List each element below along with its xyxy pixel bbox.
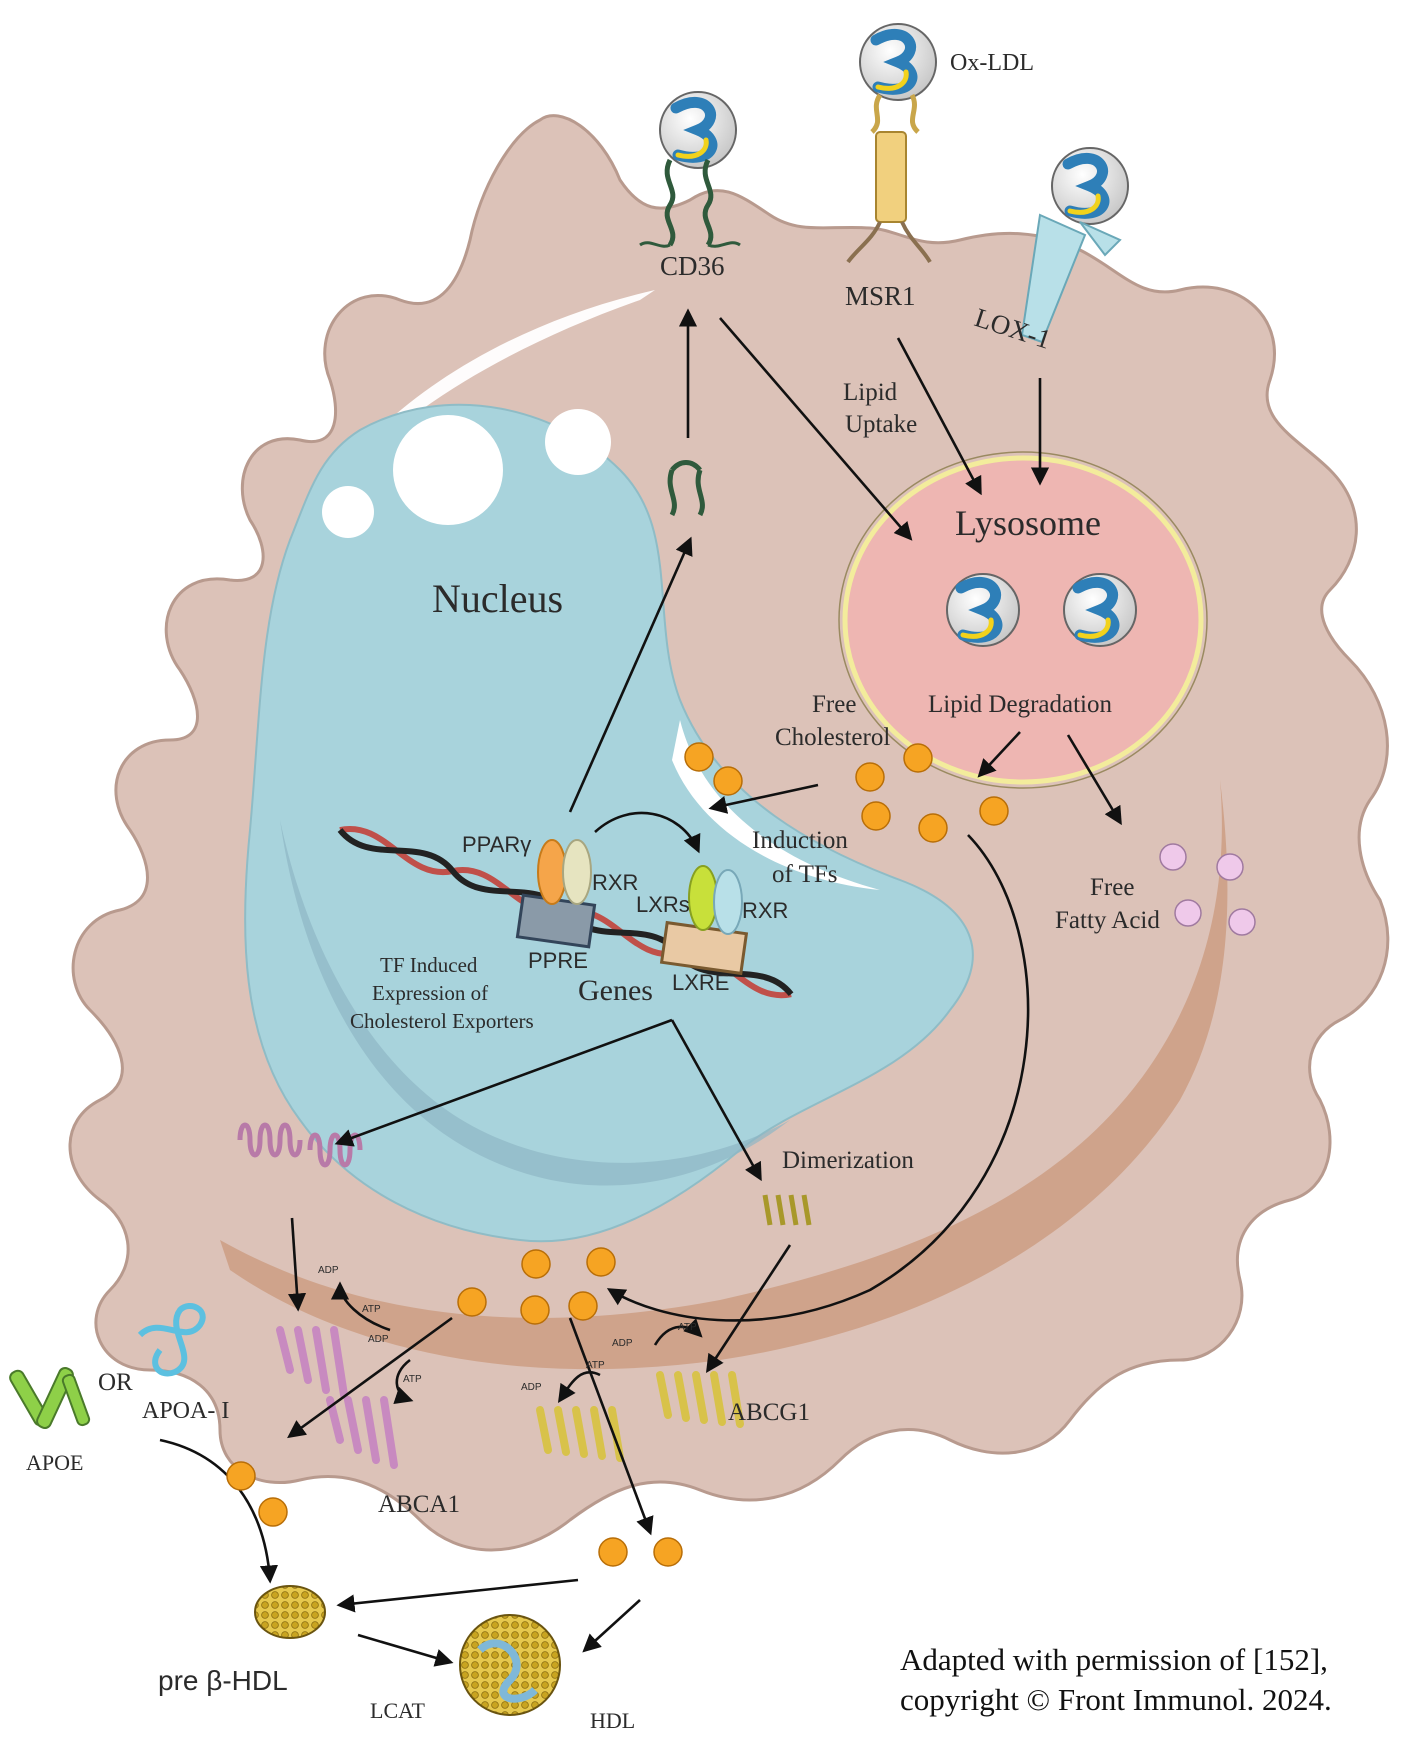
label-abca1: ABCA1 — [378, 1491, 460, 1518]
free-cholesterol-particle — [855, 762, 885, 792]
label-atp: ATP — [586, 1360, 605, 1371]
free-fatty-acid-particle — [1159, 843, 1187, 871]
label-hdl: HDL — [590, 1708, 635, 1733]
label-free-cholesterol-1: Free — [812, 691, 856, 718]
label-apoa1: APOA- I — [142, 1398, 229, 1424]
label-cd36: CD36 — [660, 251, 725, 281]
rxr-protein — [562, 839, 592, 905]
label-genes: Genes — [578, 974, 653, 1007]
label-tf-induced-2: Expression of — [372, 981, 488, 1005]
label-apoe: APOE — [26, 1450, 83, 1475]
pre-beta-hdl-particle — [254, 1585, 326, 1639]
free-cholesterol-particle — [979, 796, 1009, 826]
label-atp: ATP — [362, 1304, 381, 1315]
free-cholesterol-particle — [226, 1461, 256, 1491]
credit-line-2: copyright © Front Immunol. 2024. — [900, 1682, 1332, 1717]
label-atp: ATP — [678, 1322, 697, 1333]
label-free-cholesterol-2: Cholesterol — [775, 724, 890, 751]
credit-note: Adapted with permission of [152], copyri… — [900, 1640, 1400, 1720]
label-adp: ADP — [368, 1334, 389, 1345]
label-pre-beta-hdl: pre β-HDL — [158, 1665, 288, 1696]
apoe-protein — [9, 1367, 91, 1429]
label-tf-induced-1: TF Induced — [380, 953, 478, 977]
label-adp: ADP — [318, 1265, 339, 1276]
free-cholesterol-particle — [521, 1249, 551, 1279]
credit-line-1: Adapted with permission of [152], — [900, 1642, 1328, 1677]
label-ox-ldl: Ox-LDL — [950, 50, 1034, 76]
vesicle — [545, 409, 611, 475]
ox-ldl-particle — [1051, 147, 1129, 225]
label-lipid-uptake-2: Uptake — [845, 411, 917, 438]
msr1-receptor — [846, 93, 932, 264]
label-abcg1: ABCG1 — [728, 1399, 810, 1426]
vesicle — [393, 415, 503, 525]
vesicle — [322, 486, 374, 538]
label-ppre: PPRE — [528, 948, 588, 973]
label-dimerization: Dimerization — [782, 1147, 914, 1174]
free-fatty-acid-particle — [1216, 853, 1244, 881]
cortical-band — [220, 780, 1228, 1370]
abca1-transporter — [276, 1326, 398, 1469]
label-induction-1: Induction — [752, 827, 848, 854]
label-atp: ATP — [403, 1374, 422, 1385]
label-lxre: LXRE — [672, 970, 729, 995]
free-fatty-acid-particles — [1159, 843, 1256, 936]
free-fatty-acid-particle — [1174, 899, 1202, 927]
ppar-gamma-protein — [537, 839, 567, 905]
label-adp: ADP — [521, 1382, 542, 1393]
lox1-receptor — [1020, 213, 1122, 344]
free-cholesterol-particle — [258, 1497, 288, 1527]
apoa1-protein — [137, 1303, 206, 1377]
free-cholesterol-particles — [226, 742, 1009, 1567]
rxr-protein-2 — [713, 869, 743, 935]
label-rxr-1: RXR — [592, 870, 638, 895]
ox-ldl-particle — [659, 91, 737, 169]
abcg1-transporter — [536, 1371, 744, 1462]
label-lxrs: LXRs — [636, 892, 690, 917]
free-cholesterol-particle — [598, 1537, 628, 1567]
label-ppar-gamma: PPARγ — [462, 832, 531, 857]
ox-ldl-particle — [1063, 573, 1137, 647]
label-lipid-degradation: Lipid Degradation — [928, 691, 1112, 718]
label-induction-2: of TFs — [772, 861, 838, 888]
label-free-fatty-acid-1: Free — [1090, 874, 1134, 901]
lysosome-rim — [838, 451, 1208, 789]
free-cholesterol-particle — [568, 1291, 598, 1321]
abcg1-cytoplasm — [762, 1194, 812, 1226]
lxr-protein — [688, 865, 718, 931]
lysosome — [842, 455, 1204, 785]
cd36-receptor — [639, 158, 741, 248]
label-lipid-uptake-1: Lipid — [843, 379, 898, 406]
free-cholesterol-particle — [457, 1287, 487, 1317]
ox-ldl-particle — [859, 23, 937, 101]
nucleus-shadow — [280, 820, 790, 1186]
free-cholesterol-particle — [713, 766, 743, 796]
free-cholesterol-particle — [861, 801, 891, 831]
label-or: OR — [98, 1369, 133, 1396]
free-cholesterol-particle — [653, 1537, 683, 1567]
free-cholesterol-particle — [903, 743, 933, 773]
label-free-fatty-acid-2: Fatty Acid — [1055, 907, 1160, 934]
label-tf-induced-3: Cholesterol Exporters — [350, 1009, 534, 1033]
label-nucleus: Nucleus — [432, 576, 563, 621]
ox-ldl-particle — [946, 573, 1020, 647]
free-cholesterol-particle — [586, 1247, 616, 1277]
free-cholesterol-particle — [684, 742, 714, 772]
free-fatty-acid-particle — [1228, 908, 1256, 936]
free-cholesterol-particle — [520, 1295, 550, 1325]
hdl-apoprotein — [477, 1639, 538, 1703]
free-cholesterol-particle — [918, 813, 948, 843]
label-rxr-2: RXR — [742, 898, 788, 923]
label-adp: ADP — [612, 1338, 633, 1349]
label-lcat: LCAT — [370, 1698, 426, 1723]
cd36-precursor — [667, 460, 705, 517]
label-msr1: MSR1 — [845, 281, 916, 311]
label-lysosome: Lysosome — [955, 503, 1101, 543]
